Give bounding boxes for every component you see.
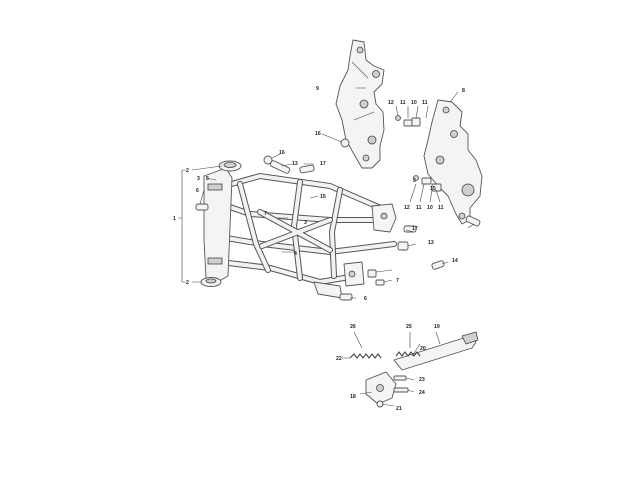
callout-7: 7 bbox=[264, 211, 267, 217]
callout-24: 24 bbox=[419, 390, 425, 396]
callout-21: 21 bbox=[396, 406, 402, 412]
callout-5: 5 bbox=[206, 176, 209, 182]
callout-9: 9 bbox=[316, 86, 319, 92]
callout-3: 3 bbox=[197, 176, 200, 182]
callout-11: 11 bbox=[416, 205, 422, 211]
callout-26: 26 bbox=[350, 324, 356, 330]
callout-4: 4 bbox=[294, 251, 297, 257]
right-footrest-bracket bbox=[423, 99, 483, 225]
callout-25: 25 bbox=[406, 324, 412, 330]
callout-23: 23 bbox=[419, 377, 425, 383]
callout-14: 14 bbox=[452, 258, 458, 264]
callout-1: 1 bbox=[173, 216, 176, 222]
callout-17: 17 bbox=[320, 161, 326, 167]
leader-lines bbox=[178, 87, 475, 407]
callout-6: 6 bbox=[364, 296, 367, 302]
callout-8: 8 bbox=[462, 88, 465, 94]
callout-10: 10 bbox=[427, 205, 433, 211]
callout-2: 2 bbox=[186, 168, 189, 174]
callout-6: 6 bbox=[196, 188, 199, 194]
frame-fasteners bbox=[195, 155, 445, 301]
callout-7: 7 bbox=[396, 278, 399, 284]
callout-13: 13 bbox=[292, 161, 298, 167]
callout-18: 18 bbox=[350, 394, 356, 400]
callout-2: 2 bbox=[186, 280, 189, 286]
left-footrest-bracket bbox=[335, 39, 385, 169]
callout-5: 5 bbox=[413, 178, 416, 184]
callout-20: 20 bbox=[420, 346, 426, 352]
callout-12: 12 bbox=[404, 205, 410, 211]
callout-12: 12 bbox=[388, 100, 394, 106]
callout-10: 10 bbox=[411, 100, 417, 106]
callout-labels: 1 2 2 3 3 4 5 5 6 6 7 7 8 9 10 10 11 11 … bbox=[173, 86, 465, 412]
callout-22: 22 bbox=[336, 356, 342, 362]
callout-16: 16 bbox=[279, 150, 285, 156]
callout-19: 19 bbox=[434, 324, 440, 330]
callout-11: 11 bbox=[400, 100, 406, 106]
callout-13: 13 bbox=[428, 240, 434, 246]
callout-15: 15 bbox=[320, 194, 326, 200]
callout-3: 3 bbox=[304, 220, 307, 226]
side-stand-assembly bbox=[349, 331, 479, 408]
main-frame bbox=[203, 167, 397, 299]
callout-15: 15 bbox=[430, 186, 436, 192]
callout-11: 11 bbox=[438, 205, 444, 211]
callout-16: 16 bbox=[315, 131, 321, 137]
callout-11: 11 bbox=[422, 100, 428, 106]
callout-17: 17 bbox=[412, 226, 418, 232]
